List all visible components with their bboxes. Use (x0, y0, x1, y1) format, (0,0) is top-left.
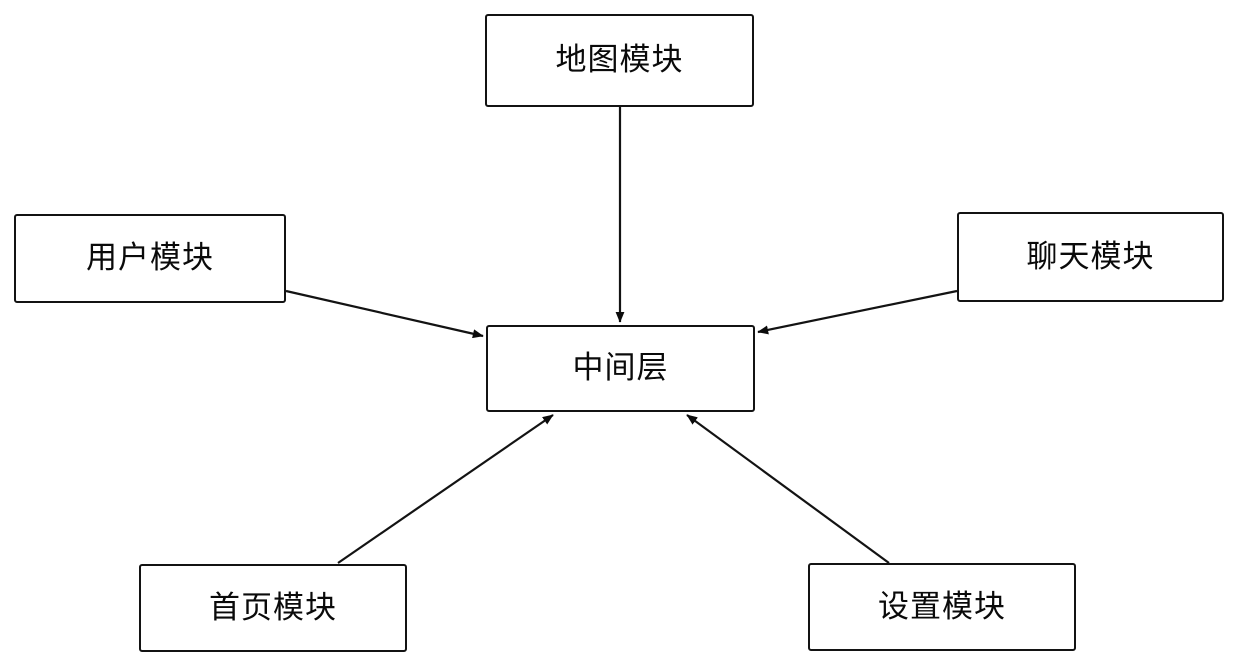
node-label: 设置模块 (878, 588, 1006, 625)
node-label: 中间层 (572, 350, 669, 386)
node-label: 地图模块 (555, 42, 684, 78)
node-middle-layer[interactable]: 中间层 (486, 325, 755, 412)
node-label: 首页模块 (209, 589, 337, 626)
edge-lines (285, 107, 958, 564)
node-label: 用户模块 (86, 240, 214, 276)
node-settings-module[interactable]: 设置模块 (808, 563, 1076, 651)
edge-user-to-center (285, 289, 484, 339)
edge-settings-to-center (686, 414, 890, 564)
node-map-module[interactable]: 地图模块 (485, 14, 754, 107)
node-chat-module[interactable]: 聊天模块 (957, 212, 1224, 302)
edge-chat-to-center (757, 289, 958, 335)
node-label: 聊天模块 (1026, 238, 1155, 275)
edge-home-to-center (337, 414, 554, 564)
node-home-module[interactable]: 首页模块 (139, 564, 407, 652)
node-user-module[interactable]: 用户模块 (14, 214, 286, 303)
